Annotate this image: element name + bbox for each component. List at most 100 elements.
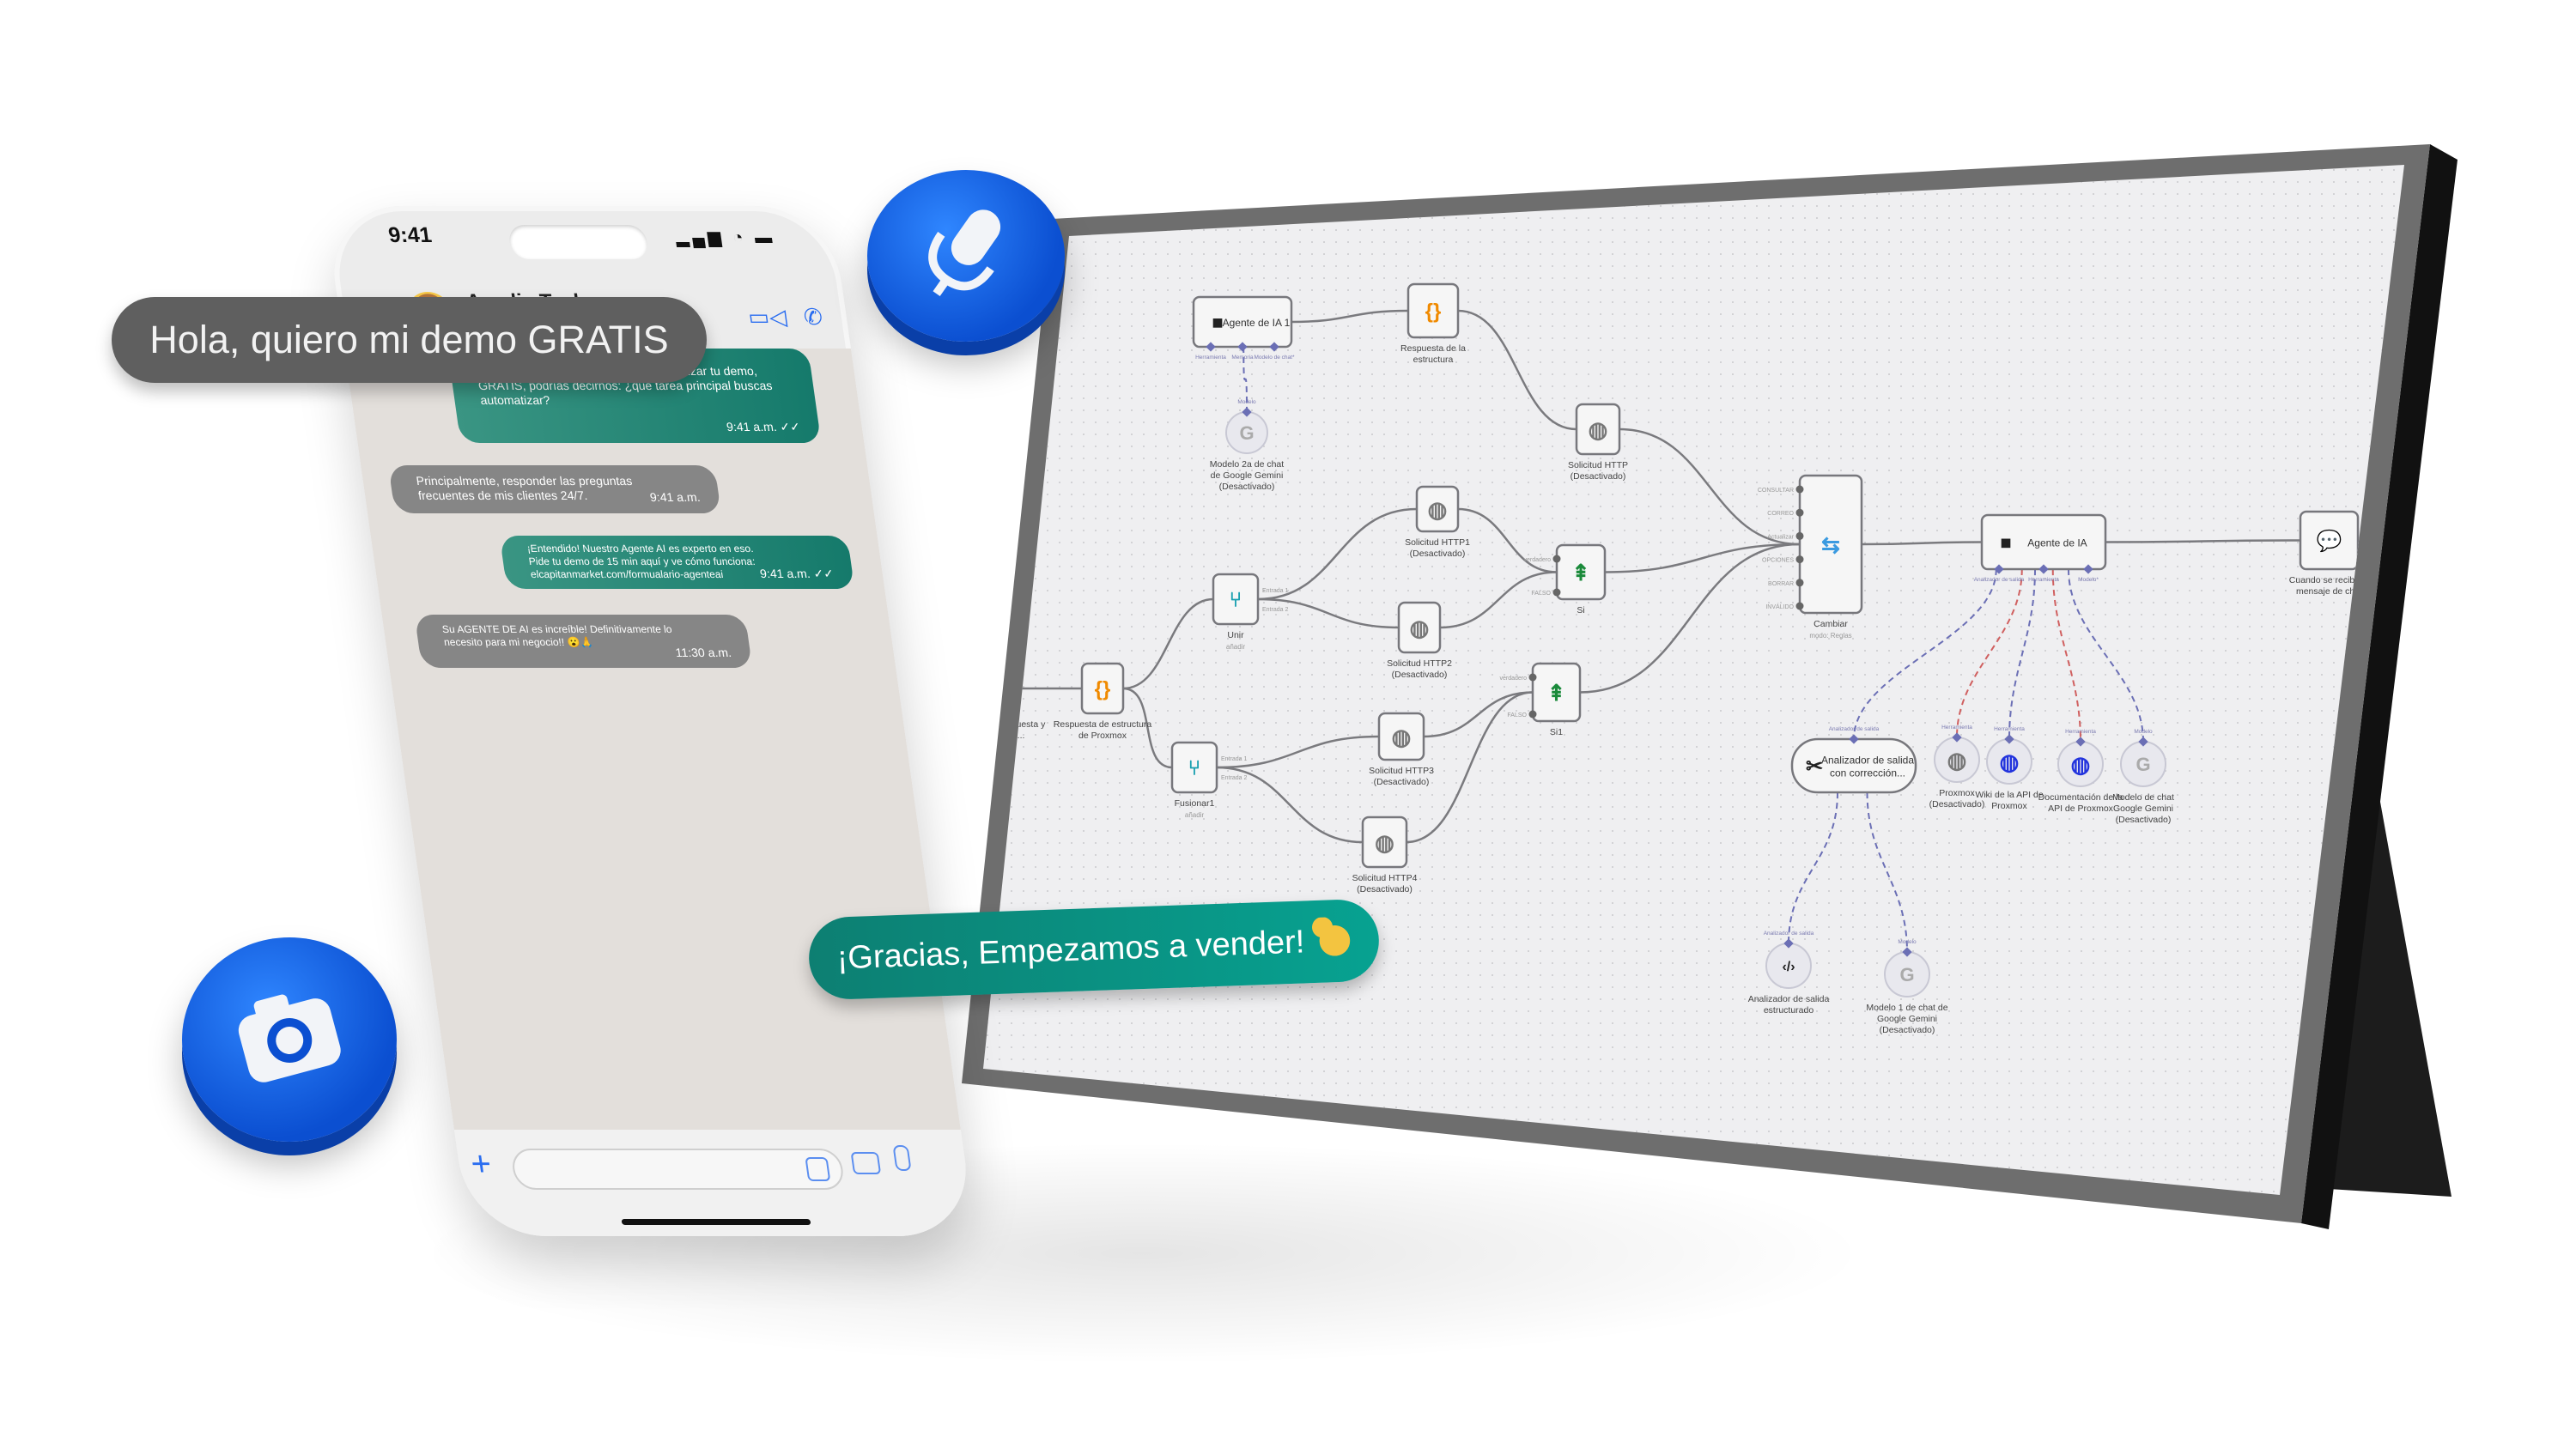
output-label: FALSO — [1507, 712, 1527, 719]
port-handle[interactable] — [1242, 407, 1252, 417]
workflow-connection[interactable] — [1457, 507, 1558, 573]
workflow-connection[interactable] — [1122, 687, 1173, 769]
workflow-node-http3[interactable]: ◍Solicitud HTTP3(Desactivado) — [1369, 712, 1434, 787]
workflow-sub-connection[interactable] — [1242, 346, 1248, 413]
home-indicator — [621, 1219, 811, 1225]
port-handle[interactable] — [2083, 564, 2093, 574]
workflow-connection[interactable] — [1122, 597, 1214, 690]
workflow-connection[interactable] — [1439, 571, 1558, 629]
output-handle[interactable] — [1795, 555, 1804, 564]
message-input[interactable] — [509, 1149, 846, 1190]
workflow-connection[interactable] — [1216, 735, 1380, 769]
output-handle[interactable] — [1552, 588, 1561, 597]
workflow-connection[interactable] — [1861, 541, 1983, 546]
port-handle[interactable] — [2004, 734, 2014, 744]
workflow-connection[interactable] — [1291, 309, 1409, 324]
node-label: Google Gemini — [2113, 803, 2173, 814]
globe-icon: ◍ — [1375, 829, 1394, 855]
workflow-sub-connection[interactable] — [2008, 568, 2036, 740]
node-label: Analizador de salida — [1821, 755, 1914, 767]
output-handle[interactable] — [1528, 710, 1537, 719]
port-handle[interactable] — [2075, 737, 2086, 747]
workflow-connection[interactable] — [1257, 597, 1400, 629]
port-handle[interactable] — [1902, 947, 1912, 957]
callout-gracias-text: ¡Gracias, Empezamos a vender! — [835, 924, 1306, 977]
output-handle[interactable] — [1795, 579, 1804, 587]
port-label: Herramienta — [1994, 726, 2025, 732]
port-handle[interactable] — [2038, 564, 2049, 574]
node-label: Solicitud HTTP4 — [1352, 873, 1418, 883]
workflow-sub-connection[interactable] — [1853, 568, 1997, 740]
port-handle[interactable] — [1849, 734, 1859, 744]
node-label: Wiki de la API de — [1975, 790, 2044, 800]
video-call-icon[interactable]: ▭◁ — [746, 304, 788, 330]
node-sublabel: modo: Reglas — [1809, 632, 1851, 640]
workflow-connection[interactable] — [1457, 309, 1577, 431]
workflow-node-http1[interactable]: ◍Solicitud HTTP1(Desactivado) — [1405, 485, 1470, 559]
port-handle[interactable] — [1783, 938, 1794, 949]
workflow-node-estructurado[interactable]: ‹/›Analizador de salidaestructuradoAnali… — [1748, 931, 1830, 1016]
microphone-icon[interactable] — [892, 1145, 912, 1171]
braces-icon: {} — [987, 678, 1004, 701]
workflow-sub-connection[interactable] — [1956, 568, 2023, 738]
workflow-connection[interactable] — [1216, 766, 1364, 844]
port-handle[interactable] — [1206, 342, 1216, 352]
output-handle[interactable] — [1795, 508, 1804, 517]
output-handle[interactable] — [1528, 673, 1537, 682]
port-handle[interactable] — [1994, 564, 2004, 574]
workflow-sub-connection[interactable] — [1866, 791, 1908, 953]
camera-button[interactable] — [182, 937, 397, 1142]
workflow-node-proxmox[interactable]: ◍Proxmox(Desactivado)Herramienta — [1929, 725, 1985, 809]
workflow-node-http4[interactable]: ◍Solicitud HTTP4(Desactivado) — [1352, 816, 1418, 894]
phone-call-icon[interactable]: ✆ — [801, 304, 824, 330]
node-label: estructura — [1413, 355, 1454, 365]
workflow-connection[interactable] — [1423, 691, 1534, 738]
status-time: 9:41 — [386, 223, 434, 247]
workflow-sub-connection[interactable] — [2051, 568, 2081, 743]
node-label: Si — [1577, 605, 1584, 615]
port-handle[interactable] — [2138, 737, 2148, 747]
output-handle[interactable] — [1795, 485, 1804, 494]
workflow-sub-connection[interactable] — [2068, 568, 2144, 743]
plus-icon[interactable]: + — [468, 1145, 494, 1183]
workflow-sub-connection[interactable] — [1788, 791, 1838, 944]
output-handle[interactable] — [1552, 555, 1561, 563]
port-handle[interactable] — [1952, 732, 1962, 743]
workflow-node-http[interactable]: ◍Solicitud HTTP(Desactivado) — [1568, 403, 1628, 482]
output-label: FALSO — [1531, 591, 1551, 597]
message-incoming: Su AGENTE DE AI es increíble! Definitiva… — [414, 615, 753, 668]
sign-icon: ⇞ — [1571, 560, 1590, 585]
camera-icon[interactable] — [850, 1152, 882, 1174]
workflow-connection[interactable] — [1579, 543, 1801, 694]
workflow-node-http2[interactable]: ◍Solicitud HTTP2(Desactivado) — [1387, 601, 1452, 680]
port-handle[interactable] — [1269, 342, 1279, 352]
output-handle[interactable] — [1795, 602, 1804, 610]
port-handle[interactable] — [1237, 342, 1248, 352]
sticker-icon[interactable] — [805, 1157, 831, 1181]
workflow-connection[interactable] — [1406, 691, 1534, 844]
output-handle[interactable] — [1795, 531, 1804, 540]
microphone-button[interactable] — [867, 170, 1065, 342]
output-label: CORREO — [1767, 511, 1794, 517]
workflow-connection[interactable] — [2105, 539, 2301, 543]
workflow-connection[interactable] — [1604, 543, 1801, 573]
workflow-connection[interactable] — [1619, 427, 1801, 546]
input-label: Entrada 1 — [1221, 756, 1247, 762]
workflow-connection[interactable] — [1257, 507, 1418, 601]
